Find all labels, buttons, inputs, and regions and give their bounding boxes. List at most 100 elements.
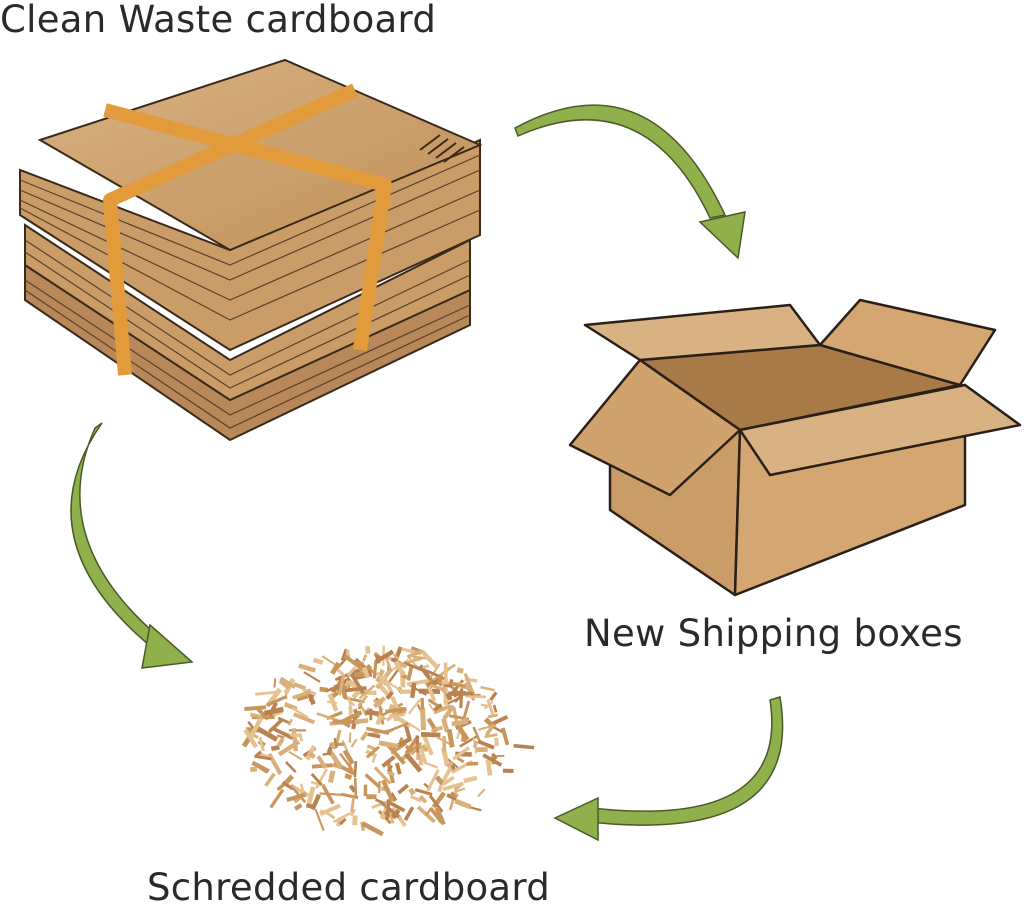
shred-piece (316, 712, 338, 722)
shred-piece (453, 693, 465, 703)
shred-piece (308, 693, 315, 702)
shred-piece (319, 803, 341, 817)
shred-piece (410, 682, 417, 699)
shred-piece (350, 673, 365, 695)
shred-piece (408, 742, 422, 753)
shred-piece (327, 693, 339, 712)
shred-piece (426, 762, 439, 769)
shred-piece (437, 784, 443, 793)
shred-piece (393, 653, 400, 660)
shred-piece (486, 699, 495, 715)
shred-piece (372, 661, 378, 679)
shred-piece (365, 726, 390, 735)
shred-piece (446, 728, 455, 748)
source-label: Clean Waste cardboard (0, 0, 437, 41)
shred-piece (365, 745, 381, 759)
shred-piece (288, 750, 303, 761)
shred-piece (364, 773, 382, 789)
product-label: New Shipping boxes (584, 612, 963, 655)
shred-piece (310, 772, 323, 786)
shred-piece (456, 667, 464, 674)
shred-piece (433, 703, 443, 712)
shred-piece (389, 801, 406, 813)
shred-piece (487, 713, 499, 719)
shred-piece (403, 751, 423, 773)
shred-piece (456, 756, 465, 764)
shred-piece (293, 803, 303, 811)
shred-piece (500, 727, 510, 746)
shred-piece (393, 660, 406, 677)
shred-piece (436, 736, 452, 746)
shred-piece (360, 731, 369, 742)
shred-piece (376, 671, 387, 687)
shred-piece (385, 707, 406, 714)
shred-piece (409, 794, 422, 803)
shred-piece (243, 728, 258, 749)
shred-piece (307, 751, 316, 759)
shred-piece (463, 775, 478, 784)
shred-piece (480, 685, 495, 692)
shred-piece (277, 739, 301, 757)
shred-piece (415, 735, 420, 753)
shred-piece (433, 704, 452, 715)
shred-piece (330, 661, 341, 675)
shred-piece (251, 760, 270, 774)
shred-piece (348, 732, 352, 743)
shred-piece (349, 808, 356, 817)
shred-piece (339, 817, 347, 826)
shred-piece (426, 679, 434, 686)
shred-piece (406, 649, 423, 659)
shred-piece (358, 684, 376, 700)
shred-piece (430, 726, 439, 733)
shred-piece (446, 793, 458, 801)
shred-piece (407, 699, 421, 715)
shred-piece (286, 792, 306, 802)
shred-piece (344, 686, 367, 693)
shred-piece (463, 672, 475, 693)
shred-piece (330, 741, 337, 750)
shred-piece (449, 791, 458, 799)
shred-piece (513, 743, 535, 750)
arrow-box-to-shredded-icon (553, 696, 784, 842)
shred-piece (269, 788, 285, 809)
shred-piece (347, 696, 353, 713)
shred-piece (348, 784, 357, 793)
shred-piece (421, 733, 434, 756)
shred-piece (361, 666, 371, 679)
shred-piece (385, 715, 393, 722)
shred-piece (283, 701, 298, 712)
shred-piece (458, 717, 469, 727)
shred-piece (408, 787, 416, 796)
shred-piece (484, 723, 495, 737)
shred-piece (403, 661, 423, 672)
shred-piece (375, 714, 384, 726)
shred-piece (298, 732, 304, 742)
shred-piece (341, 740, 349, 751)
shred-piece (254, 754, 272, 761)
shred-piece (425, 669, 447, 681)
shred-piece (445, 692, 453, 701)
shred-piece (316, 755, 328, 769)
shred-piece (378, 740, 400, 749)
shredded-cardboard-illustration (241, 645, 535, 837)
shred-piece (482, 753, 503, 767)
shred-piece (428, 794, 444, 813)
shred-piece (379, 805, 390, 820)
shred-piece (347, 763, 353, 771)
shred-piece (461, 732, 467, 742)
shred-piece (477, 739, 495, 750)
shred-piece (291, 706, 309, 719)
shred-piece (346, 666, 357, 677)
shred-piece (406, 678, 430, 687)
shred-piece (442, 781, 465, 792)
shred-piece (343, 653, 365, 672)
shred-piece (319, 809, 334, 818)
shred-piece (353, 778, 358, 799)
shred-piece (452, 689, 464, 698)
shred-piece (314, 808, 325, 831)
shred-piece (292, 712, 316, 725)
shred-piece (247, 720, 255, 729)
shred-piece (255, 690, 278, 696)
shred-piece (406, 665, 414, 681)
shred-piece (489, 691, 498, 702)
